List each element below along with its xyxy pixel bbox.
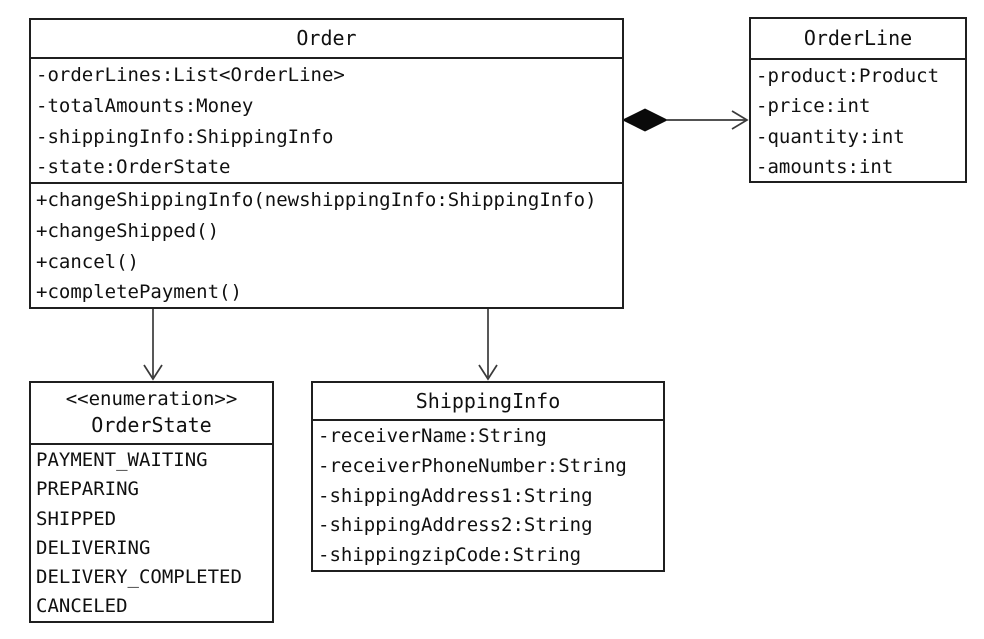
class-title-orderline: OrderLine	[803, 26, 913, 50]
attribute-line: -quantity:int	[756, 125, 905, 148]
class-orderline-attributes: -product:Product -price:int -quantity:int -…	[751, 60, 965, 181]
enum-value-line: PAYMENT_WAITING	[36, 449, 208, 471]
class-shippinginfo-attributes: -receiverName:String -receiverPhoneNumber…	[313, 421, 663, 570]
class-box-order: Order -orderLines:List<OrderLine> -totalA…	[29, 18, 624, 309]
enum-value-line: DELIVERING	[36, 536, 151, 559]
attribute-line: -receiverPhoneNumber:String	[318, 454, 627, 477]
class-title-order: Order	[296, 26, 357, 50]
method-line: +cancel()	[36, 250, 139, 273]
attribute-line: -totalAmounts:Money	[36, 94, 254, 117]
attribute-line: -product:Product	[756, 65, 940, 87]
method-line: +changeShippingInfo(newshippingInfo:Ship…	[36, 189, 597, 211]
method-line: +changeShipped()	[36, 219, 220, 242]
class-header-shippinginfo: ShippingInfo	[313, 383, 663, 421]
attribute-line: -state:OrderState	[36, 156, 231, 179]
relationship-order-orderstate	[143, 309, 163, 381]
attribute-line: -amounts:int	[756, 155, 894, 178]
open-arrowhead-icon-orderline	[731, 110, 749, 130]
attribute-line: -receiverName:String	[318, 425, 547, 447]
relationship-order-shippinginfo	[478, 309, 498, 381]
class-order-methods: +changeShippingInfo(newshippingInfo:Ship…	[31, 182, 622, 307]
attribute-line: -orderLines:List<OrderLine>	[36, 64, 345, 86]
class-box-shippinginfo: ShippingInfo -receiverName:String-receiv…	[311, 381, 665, 572]
open-arrowhead-icon-orderstate	[143, 364, 163, 381]
method-line: +completePayment()	[36, 281, 242, 304]
class-order-attributes: -orderLines:List<OrderLine> -totalAmounts…	[31, 59, 622, 182]
attribute-line: -shippingInfo:ShippingInfo	[36, 125, 334, 148]
relationship-order-orderline	[621, 108, 749, 132]
class-box-orderstate: <<enumeration>> OrderState PAYMENT_WAITI…	[29, 381, 274, 623]
enum-value-line: SHIPPED	[36, 507, 117, 530]
enum-orderstate-values: PAYMENT_WAITING PREPARING SHIPPED DELIVERIN…	[31, 445, 272, 621]
attribute-line: -shippingAddress2:String	[318, 514, 593, 537]
class-title-orderstate: OrderState	[91, 413, 212, 438]
composition-diamond-icon	[621, 108, 669, 132]
enum-value-line: PREPARING	[36, 478, 139, 501]
stereotype-label: <<enumeration>>	[65, 387, 238, 410]
class-header-orderline: OrderLine	[751, 19, 965, 60]
attribute-line: -price:int	[756, 95, 871, 118]
class-header-orderstate: <<enumeration>> OrderState	[31, 383, 272, 445]
class-box-orderline: OrderLine -product:Product -price:int -qua…	[749, 17, 967, 183]
attribute-line: -shippingAddress1:String	[318, 484, 593, 507]
enum-value-line: DELIVERY_COMPLETED	[36, 566, 242, 589]
enum-value-line: CANCELED	[36, 595, 128, 618]
class-header-order: Order	[31, 20, 622, 59]
class-title-shippinginfo: ShippingInfo	[415, 388, 561, 413]
open-arrowhead-icon-shippinginfo	[478, 364, 498, 381]
attribute-line: -shippingzipCode:String	[318, 544, 582, 567]
